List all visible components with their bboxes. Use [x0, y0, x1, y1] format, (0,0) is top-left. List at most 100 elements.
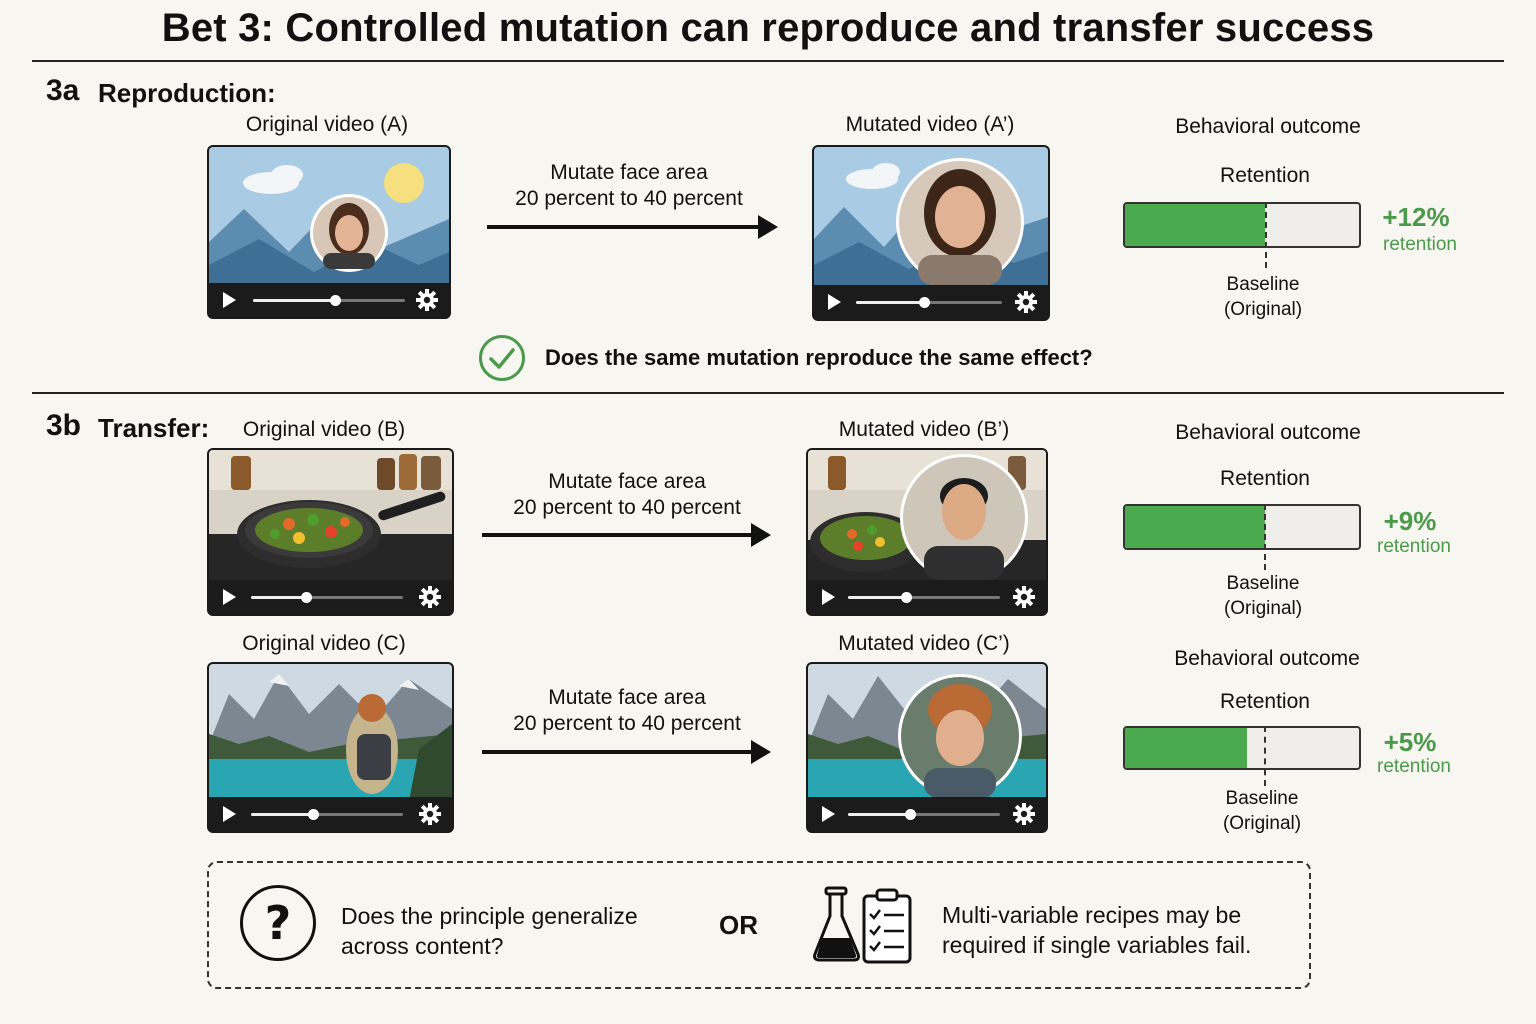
section-divider	[32, 392, 1504, 394]
recipe-note-line2: required if single variables fail.	[942, 932, 1252, 958]
question-circle-icon: ?	[240, 885, 316, 961]
mutation-label-a-line1: Mutate face area	[550, 161, 708, 184]
progress-track[interactable]	[251, 809, 403, 820]
gear-icon[interactable]	[418, 585, 442, 609]
mutated-video-c-caption: Mutated video (C’)	[838, 632, 1010, 655]
baseline-a-line2: (Original)	[1223, 299, 1303, 320]
video-c-prime-scene	[808, 664, 1046, 801]
play-icon[interactable]	[223, 292, 236, 308]
video-b-controls	[209, 580, 452, 614]
gain-unit-b: retention	[1377, 536, 1451, 557]
video-b-scene	[209, 450, 452, 584]
mutation-arrow-b	[482, 533, 752, 537]
mutation-label-c-line2: 20 percent to 40 percent	[513, 712, 741, 735]
progress-track[interactable]	[251, 592, 403, 603]
mutation-label-b-line1: Mutate face area	[548, 470, 706, 493]
progress-knob[interactable]	[308, 809, 319, 820]
svg-text:?: ?	[265, 896, 292, 950]
baseline-c-line1: Baseline	[1225, 788, 1299, 809]
original-video-a-caption: Original video (A)	[245, 113, 409, 136]
baseline-marker-a	[1265, 202, 1267, 268]
mutation-arrow-c	[482, 750, 752, 754]
recipe-note-line1: Multi-variable recipes may be	[942, 902, 1242, 928]
original-video-b[interactable]	[207, 448, 454, 616]
mutated-video-c[interactable]	[806, 662, 1048, 833]
arrow-head-c	[751, 740, 771, 764]
mutated-video-a[interactable]	[812, 145, 1050, 321]
progress-track[interactable]	[856, 297, 1002, 308]
flask-icon	[813, 886, 860, 962]
progress-knob[interactable]	[301, 592, 312, 603]
baseline-label-c: Baseline (Original)	[1189, 786, 1335, 836]
baseline-a-line1: Baseline	[1226, 274, 1300, 295]
video-b-prime-controls	[808, 580, 1046, 614]
checklist-icon	[862, 888, 912, 964]
baseline-marker-b	[1264, 504, 1266, 570]
progress-track[interactable]	[253, 295, 405, 306]
mutation-label-c: Mutate face area 20 percent to 40 percen…	[496, 685, 758, 737]
section-b-number: 3b	[46, 409, 82, 442]
gain-value-b: +9%	[1383, 506, 1437, 536]
mutation-label-a-line2: 20 percent to 40 percent	[515, 187, 743, 210]
play-icon[interactable]	[828, 294, 841, 310]
play-icon[interactable]	[223, 589, 236, 605]
progress-knob[interactable]	[919, 297, 930, 308]
mutated-video-b-caption: Mutated video (B’)	[838, 418, 1010, 441]
video-c-controls	[209, 797, 452, 831]
gear-icon[interactable]	[415, 288, 439, 312]
video-a-controls	[209, 283, 449, 317]
gear-icon[interactable]	[1014, 290, 1038, 314]
video-a-prime-controls	[814, 285, 1048, 319]
retention-label-a: Retention	[1220, 164, 1310, 187]
gain-value-c: +5%	[1383, 727, 1437, 757]
progress-track[interactable]	[848, 592, 1000, 603]
section-a-title: Reproduction:	[98, 78, 276, 108]
outcome-title-a: Behavioral outcome	[1175, 115, 1361, 138]
gain-unit-a: retention	[1383, 234, 1457, 255]
video-b-prime-scene	[808, 450, 1046, 584]
mutation-label-b-line2: 20 percent to 40 percent	[513, 496, 741, 519]
progress-track[interactable]	[848, 809, 1000, 820]
open-questions-box	[207, 861, 1311, 989]
baseline-b-line1: Baseline	[1226, 573, 1300, 594]
gear-icon[interactable]	[1012, 585, 1036, 609]
retention-fill-a	[1125, 204, 1266, 246]
gear-icon[interactable]	[418, 802, 442, 826]
mutated-video-b[interactable]	[806, 448, 1048, 616]
progress-knob[interactable]	[330, 295, 341, 306]
play-icon[interactable]	[822, 589, 835, 605]
gain-unit-c: retention	[1377, 756, 1451, 777]
page-title: Bet 3: Controlled mutation can reproduce…	[161, 6, 1375, 50]
original-video-a[interactable]	[207, 145, 451, 319]
outcome-title-c: Behavioral outcome	[1174, 647, 1360, 670]
recipe-note: Multi-variable recipes may be required i…	[942, 900, 1292, 960]
generalize-question: Does the principle generalize across con…	[341, 901, 671, 961]
retention-bar-a	[1123, 202, 1361, 248]
baseline-c-line2: (Original)	[1222, 813, 1302, 834]
video-a-prime-scene	[814, 147, 1048, 287]
reproduction-question: Does the same mutation reproduce the sam…	[545, 345, 1093, 370]
title-divider	[32, 60, 1504, 62]
video-a-scene	[209, 147, 449, 287]
or-label: OR	[719, 910, 758, 940]
video-c-scene	[209, 664, 452, 801]
retention-bar-c	[1123, 726, 1361, 770]
baseline-b-line2: (Original)	[1223, 598, 1303, 619]
mutation-label-a: Mutate face area 20 percent to 40 percen…	[500, 160, 758, 212]
play-icon[interactable]	[223, 806, 236, 822]
check-circle-icon	[479, 335, 525, 381]
original-video-b-caption: Original video (B)	[242, 418, 406, 441]
retention-label-b: Retention	[1220, 467, 1310, 490]
progress-knob[interactable]	[901, 592, 912, 603]
generalize-question-line1: Does the principle generalize	[341, 903, 638, 929]
arrow-head-b	[751, 523, 771, 547]
section-b-title: Transfer:	[98, 413, 210, 443]
retention-bar-b	[1123, 504, 1361, 550]
retention-fill-b	[1125, 506, 1266, 548]
baseline-marker-c	[1264, 726, 1266, 786]
play-icon[interactable]	[822, 806, 835, 822]
original-video-c[interactable]	[207, 662, 454, 833]
flask-checklist-icon	[813, 886, 912, 964]
progress-knob[interactable]	[905, 809, 916, 820]
gear-icon[interactable]	[1012, 802, 1036, 826]
